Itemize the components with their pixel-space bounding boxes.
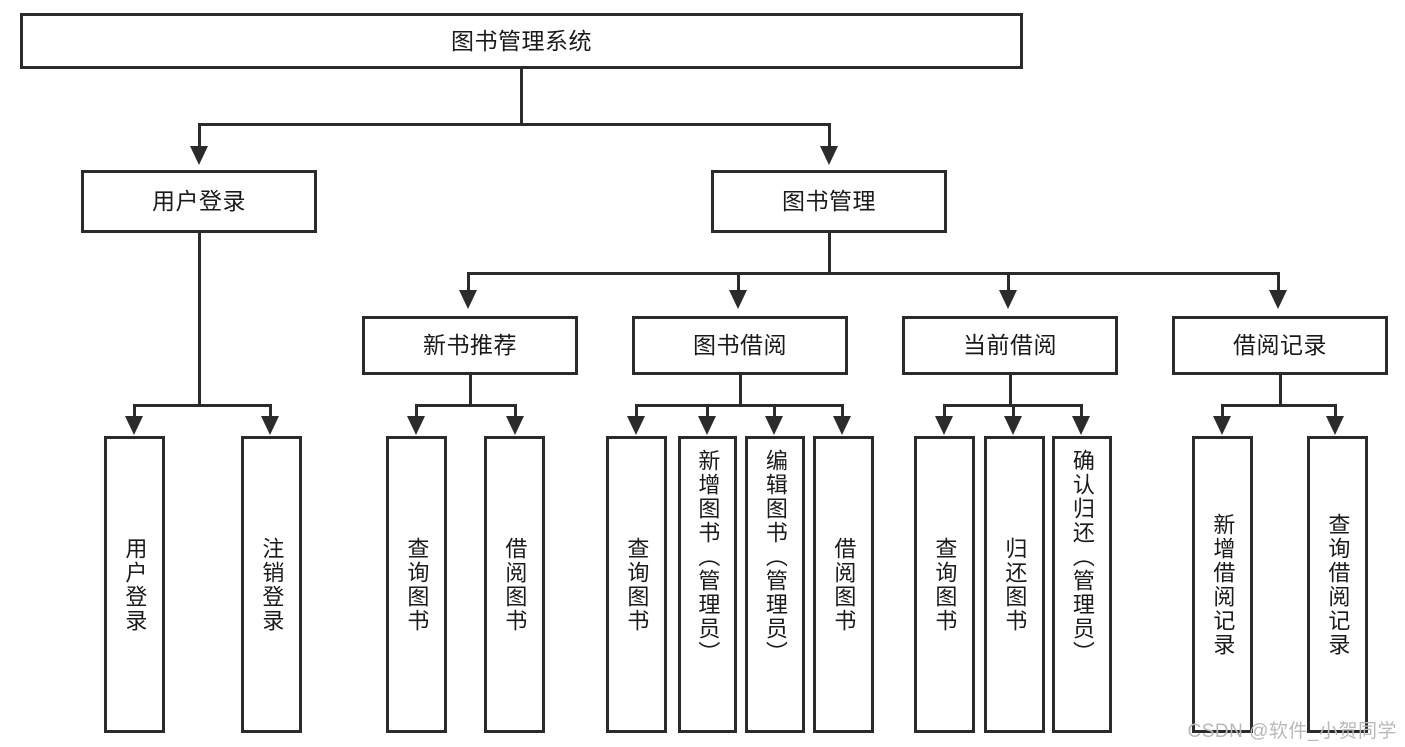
leaf-node-return-book[interactable]: 归还图书 — [984, 436, 1045, 733]
node-label: 借阅图书 — [831, 536, 857, 633]
node-label: 用户登录 — [152, 188, 246, 215]
leaf-node-add-borrowing-record[interactable]: 新增借阅记录 — [1192, 436, 1253, 733]
edge-root-to-book-manage — [828, 123, 831, 149]
node-label: 图书管理系统 — [451, 27, 592, 54]
edge-user-login-stem — [198, 233, 201, 406]
node-label: 查询图书 — [932, 536, 958, 633]
leaf-node-borrow-book-borrowing[interactable]: 借阅图书 — [813, 436, 874, 733]
node-label: 查询借阅记录 — [1325, 512, 1351, 657]
node-label: 图书管理 — [782, 188, 876, 215]
node-root-system[interactable]: 图书管理系统 — [20, 13, 1023, 69]
edge-to-leaf-query-record — [1334, 404, 1337, 418]
node-label: 图书借阅 — [693, 332, 787, 359]
edge-book-manage-stem — [828, 233, 831, 274]
edge-to-leaf-user-logout — [269, 404, 272, 418]
arrowhead-to-book-borrow — [729, 290, 747, 309]
edge-to-leaf-query-book-3 — [943, 404, 946, 418]
edge-to-leaf-query-book-2 — [635, 404, 638, 418]
arrowhead-to-book-manage — [820, 146, 838, 165]
arrowhead-to-leaf-user-login — [125, 416, 143, 435]
node-label: 查询图书 — [404, 536, 430, 633]
node-label: 确认归还（管理员） — [1069, 449, 1095, 665]
arrowhead-to-leaf-query-book-2 — [627, 416, 645, 435]
edge-level3-bus — [467, 272, 1279, 275]
arrowhead-to-user-login — [190, 146, 208, 165]
node-label: 借阅记录 — [1233, 332, 1327, 359]
arrowhead-to-leaf-return-book — [1004, 416, 1022, 435]
leaf-node-query-book-recommendation[interactable]: 查询图书 — [386, 436, 447, 733]
arrowhead-to-leaf-query-book-1 — [407, 416, 425, 435]
edge-new-book-rec-bus — [415, 404, 517, 407]
arrowhead-to-borrow-record — [1269, 290, 1287, 309]
edge-to-new-book-rec — [467, 272, 470, 292]
node-label: 归还图书 — [1002, 536, 1028, 633]
arrowhead-to-leaf-query-record — [1326, 416, 1344, 435]
leaf-node-add-book-admin[interactable]: 新增图书（管理员） — [678, 436, 737, 733]
edge-to-leaf-query-book-1 — [415, 404, 418, 418]
node-borrowing-records[interactable]: 借阅记录 — [1172, 316, 1388, 375]
node-label: 查询图书 — [624, 536, 650, 633]
edge-root-bus — [198, 123, 831, 126]
arrowhead-to-leaf-edit-book — [765, 416, 783, 435]
leaf-node-query-borrowing-record[interactable]: 查询借阅记录 — [1307, 436, 1368, 733]
edge-borrow-record-stem — [1279, 375, 1282, 406]
node-book-management[interactable]: 图书管理 — [711, 170, 947, 233]
arrowhead-to-leaf-user-logout — [261, 416, 279, 435]
edge-to-leaf-edit-book — [773, 404, 776, 418]
node-new-book-recommendation[interactable]: 新书推荐 — [362, 316, 578, 375]
arrowhead-to-new-book-rec — [459, 290, 477, 309]
edge-user-login-bus — [133, 404, 272, 407]
edge-root-to-user-login — [198, 123, 201, 149]
leaf-node-edit-book-admin[interactable]: 编辑图书（管理员） — [745, 436, 805, 733]
node-current-borrowing[interactable]: 当前借阅 — [902, 316, 1118, 375]
edge-current-borrow-stem — [1009, 375, 1012, 406]
edge-new-book-rec-stem — [469, 375, 472, 406]
watermark-text: CSDN @软件_小贺同学 — [1187, 721, 1397, 742]
edge-to-book-borrow — [737, 272, 740, 292]
edge-to-current-borrow — [1007, 272, 1010, 292]
edge-to-leaf-add-record — [1221, 404, 1224, 418]
node-label: 新增借阅记录 — [1210, 512, 1236, 657]
edge-to-leaf-confirm-return — [1080, 404, 1083, 418]
edge-borrow-record-bus — [1221, 404, 1337, 407]
edge-to-leaf-user-login — [133, 404, 136, 418]
arrowhead-to-leaf-confirm-return — [1072, 416, 1090, 435]
leaf-node-user-login[interactable]: 用户登录 — [104, 436, 165, 733]
edge-to-leaf-borrow-book-2 — [841, 404, 844, 418]
node-label: 当前借阅 — [963, 332, 1057, 359]
edge-book-borrow-stem — [739, 375, 742, 406]
node-label: 新增图书（管理员） — [695, 449, 721, 665]
leaf-node-query-book-current[interactable]: 查询图书 — [914, 436, 975, 733]
arrowhead-to-leaf-query-book-3 — [935, 416, 953, 435]
edge-book-borrow-bus — [635, 404, 844, 407]
node-user-login[interactable]: 用户登录 — [81, 170, 317, 233]
node-label: 借阅图书 — [502, 536, 528, 633]
arrowhead-to-leaf-borrow-book-2 — [833, 416, 851, 435]
edge-to-leaf-add-book — [706, 404, 709, 418]
node-label: 编辑图书（管理员） — [762, 449, 788, 665]
leaf-node-query-book-borrowing[interactable]: 查询图书 — [606, 436, 667, 733]
arrowhead-to-current-borrow — [999, 290, 1017, 309]
edge-to-leaf-return-book — [1012, 404, 1015, 418]
arrowhead-to-leaf-borrow-book-1 — [506, 416, 524, 435]
edge-root-stem — [520, 69, 523, 123]
edge-to-borrow-record — [1277, 272, 1280, 292]
node-label: 用户登录 — [122, 536, 148, 633]
leaf-node-borrow-book-recommendation[interactable]: 借阅图书 — [484, 436, 545, 733]
leaf-node-confirm-return-admin[interactable]: 确认归还（管理员） — [1052, 436, 1112, 733]
node-label: 注销登录 — [259, 536, 285, 633]
edge-to-leaf-borrow-book-1 — [514, 404, 517, 418]
arrowhead-to-leaf-add-book — [698, 416, 716, 435]
node-book-borrowing[interactable]: 图书借阅 — [632, 316, 848, 375]
leaf-node-user-logout[interactable]: 注销登录 — [241, 436, 302, 733]
arrowhead-to-leaf-add-record — [1213, 416, 1231, 435]
node-label: 新书推荐 — [423, 332, 517, 359]
